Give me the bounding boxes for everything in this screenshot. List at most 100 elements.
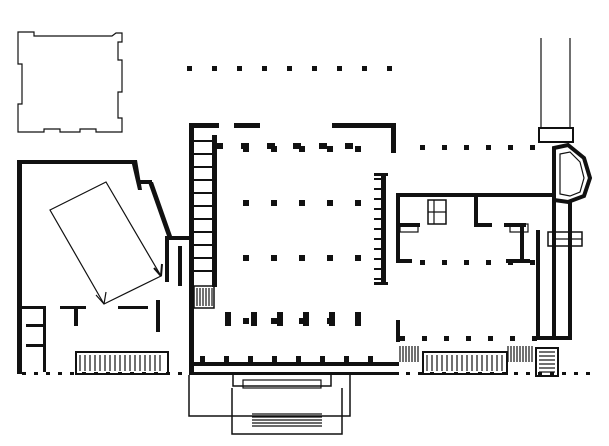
plan-mark [303, 312, 309, 326]
plan-mark [178, 372, 182, 375]
plan-mark [299, 318, 305, 324]
plan-mark [70, 372, 74, 375]
plan-mark [374, 178, 381, 180]
right-wing-columns [400, 145, 537, 341]
plan-mark [293, 143, 301, 149]
plan-mark [334, 372, 338, 375]
plan-mark [243, 200, 249, 206]
plan-mark [329, 312, 335, 326]
plan-mark [194, 270, 212, 272]
plan-mark [237, 66, 242, 71]
plan-mark [238, 372, 242, 375]
plan-mark [510, 336, 515, 341]
plan-mark [224, 356, 229, 362]
plan-mark [374, 278, 381, 280]
plan-mark [538, 372, 542, 375]
plan-mark [530, 145, 535, 150]
plan-mark [194, 257, 212, 259]
plan-mark [374, 248, 381, 250]
plan-mark [374, 198, 381, 200]
plan-mark [327, 146, 333, 152]
plan-mark [194, 179, 212, 181]
plan-mark [374, 188, 381, 190]
plan-mark [299, 146, 305, 152]
plan-mark [194, 205, 212, 207]
plan-mark [94, 372, 98, 375]
plan-mark [194, 140, 212, 142]
plan-mark [262, 372, 266, 375]
plan-mark [327, 255, 333, 261]
plan-mark [355, 146, 361, 152]
plan-mark [267, 143, 275, 149]
plan-mark [464, 145, 469, 150]
plan-mark [418, 372, 422, 375]
right-wing [396, 148, 583, 342]
plan-mark [400, 336, 405, 341]
plan-mark [194, 244, 212, 246]
plan-mark [142, 372, 146, 375]
plan-mark [420, 260, 425, 265]
plan-mark [190, 372, 194, 375]
plan-mark [362, 66, 367, 71]
plan-mark [530, 260, 535, 265]
right-wing-bench [399, 346, 559, 377]
plan-mark [374, 208, 381, 210]
plan-mark [194, 166, 212, 168]
plan-mark [406, 372, 410, 375]
plan-mark [355, 200, 361, 206]
hall-columns [215, 143, 361, 326]
plan-mark [488, 336, 493, 341]
plan-mark [248, 356, 253, 362]
plan-mark [214, 372, 218, 375]
plan-mark [277, 312, 283, 326]
plan-mark [194, 153, 212, 155]
plan-mark [444, 336, 449, 341]
plan-mark [586, 372, 590, 375]
plan-mark [298, 372, 302, 375]
hall-side-stair [193, 285, 215, 309]
plan-mark [374, 228, 381, 230]
plan-mark [550, 372, 554, 375]
plan-mark [374, 218, 381, 220]
plan-mark [274, 372, 278, 375]
plan-mark [442, 145, 447, 150]
plan-mark [243, 255, 249, 261]
plan-mark [312, 66, 317, 71]
plan-mark [166, 372, 170, 375]
plan-mark [327, 200, 333, 206]
plan-mark [374, 238, 381, 240]
left-wing [17, 160, 189, 374]
plan-mark [320, 356, 325, 362]
plan-mark [194, 192, 212, 194]
plan-mark [241, 143, 249, 149]
colonnade-top [187, 66, 392, 71]
plan-mark [272, 356, 277, 362]
plan-mark [358, 372, 362, 375]
plan-mark [310, 372, 314, 375]
plan-mark [355, 255, 361, 261]
plan-mark [286, 372, 290, 375]
plan-mark [202, 372, 206, 375]
plan-mark [387, 66, 392, 71]
plan-mark [212, 66, 217, 71]
plan-mark [271, 255, 277, 261]
plan-mark [250, 372, 254, 375]
right-stalls [374, 173, 388, 285]
tower-top-right [538, 38, 574, 143]
plan-mark [368, 356, 373, 362]
plan-mark [271, 318, 277, 324]
plan-mark [46, 372, 50, 375]
plan-mark [514, 372, 518, 375]
plan-mark [34, 372, 38, 375]
plan-mark [526, 372, 530, 375]
plan-mark [262, 66, 267, 71]
plan-mark [574, 372, 578, 375]
plan-mark [382, 372, 386, 375]
plan-mark [194, 218, 212, 220]
plan-mark [345, 143, 353, 149]
plan-mark [374, 258, 381, 260]
plan-mark [226, 372, 230, 375]
plan-mark [422, 336, 427, 341]
plan-mark [486, 145, 491, 150]
